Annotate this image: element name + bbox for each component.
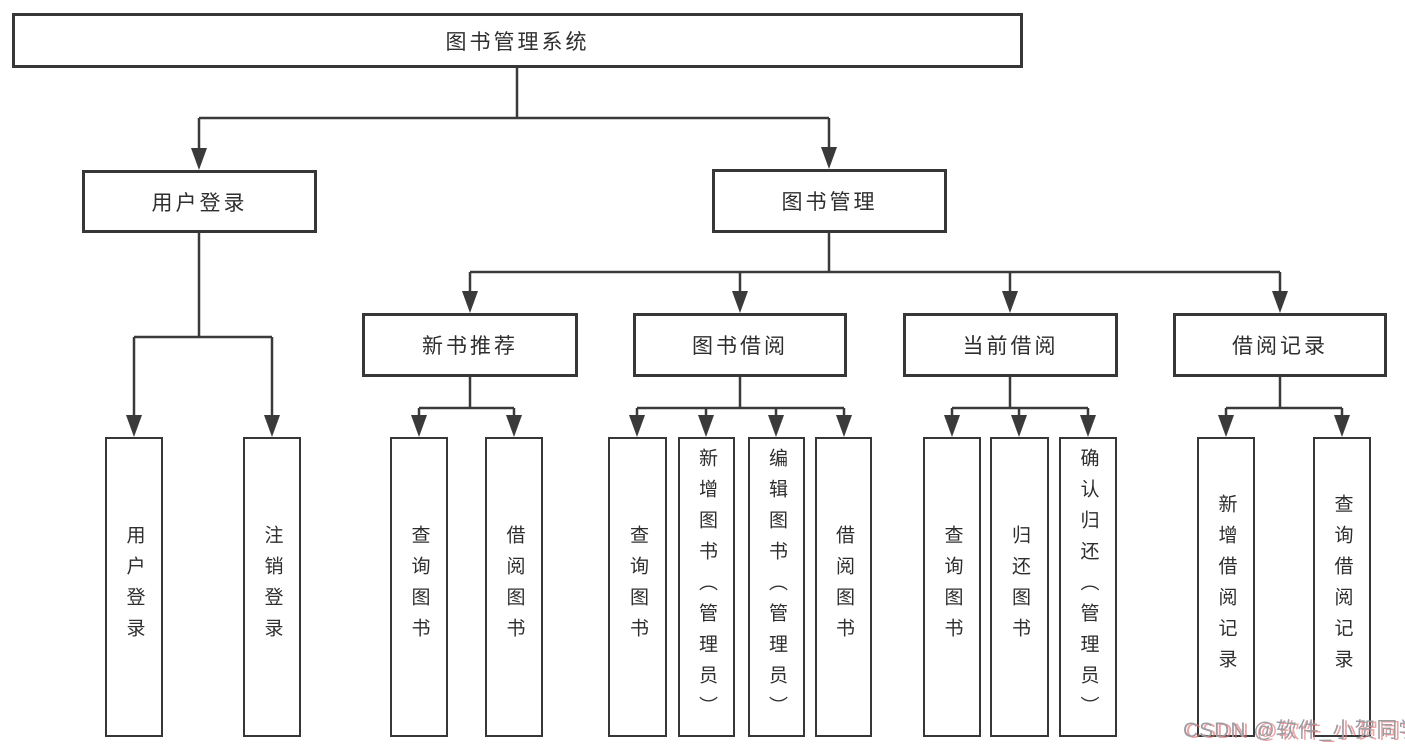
leaf-return-book-label: 归还图书 [1009, 525, 1030, 649]
node-current-borrowing-label: 当前借阅 [962, 335, 1059, 358]
leaf-query-books-recommend: 查询图书 [390, 437, 448, 737]
leaf-add-book-admin-label: 新增图书（管理员） [696, 447, 717, 727]
leaf-user-login: 用户登录 [105, 437, 163, 737]
leaf-logout-label: 注销登录 [261, 525, 283, 649]
leaf-confirm-return-admin-label: 确认归还（管理员） [1077, 447, 1099, 727]
leaf-user-login-label: 用户登录 [123, 525, 145, 649]
node-book-borrowing: 图书借阅 [633, 313, 847, 377]
leaf-add-book-admin: 新增图书（管理员） [678, 437, 735, 737]
node-book-management-label: 图书管理 [781, 191, 878, 214]
leaf-edit-book-admin-label: 编辑图书（管理员） [766, 447, 787, 727]
csdn-watermark: CSDN @软件_小贺同学 [1183, 719, 1405, 742]
leaf-add-borrow-record-label: 新增借阅记录 [1215, 494, 1237, 680]
leaf-return-book: 归还图书 [990, 437, 1049, 737]
leaf-borrow-books-recommend-label: 借阅图书 [503, 525, 525, 649]
leaf-edit-book-admin: 编辑图书（管理员） [748, 437, 805, 737]
leaf-borrow-books-borrow-label: 借阅图书 [833, 525, 854, 649]
node-borrowing-records: 借阅记录 [1173, 313, 1387, 377]
leaf-query-books-current-label: 查询图书 [941, 525, 963, 649]
node-book-borrowing-label: 图书借阅 [692, 335, 788, 358]
node-root-system-label: 图书管理系统 [445, 30, 590, 54]
leaf-query-books-recommend-label: 查询图书 [408, 525, 430, 649]
leaf-query-books-borrow: 查询图书 [608, 437, 667, 737]
node-new-book-recommend: 新书推荐 [362, 313, 578, 377]
node-user-login-label: 用户登录 [151, 191, 248, 215]
leaf-add-borrow-record: 新增借阅记录 [1197, 437, 1255, 737]
leaf-query-books-borrow-label: 查询图书 [627, 525, 648, 649]
leaf-borrow-books-recommend: 借阅图书 [485, 437, 543, 737]
node-book-management: 图书管理 [712, 169, 947, 233]
node-borrowing-records-label: 借阅记录 [1232, 335, 1328, 358]
node-current-borrowing: 当前借阅 [903, 313, 1118, 377]
leaf-query-books-current: 查询图书 [923, 437, 981, 737]
leaf-confirm-return-admin: 确认归还（管理员） [1059, 437, 1117, 737]
leaf-logout: 注销登录 [243, 437, 301, 737]
node-user-login: 用户登录 [82, 170, 317, 233]
leaf-query-borrow-record-label: 查询借阅记录 [1331, 494, 1353, 680]
leaf-borrow-books-borrow: 借阅图书 [815, 437, 872, 737]
node-root-system: 图书管理系统 [12, 13, 1023, 68]
leaf-query-borrow-record: 查询借阅记录 [1313, 437, 1371, 737]
node-new-book-recommend-label: 新书推荐 [422, 335, 518, 358]
